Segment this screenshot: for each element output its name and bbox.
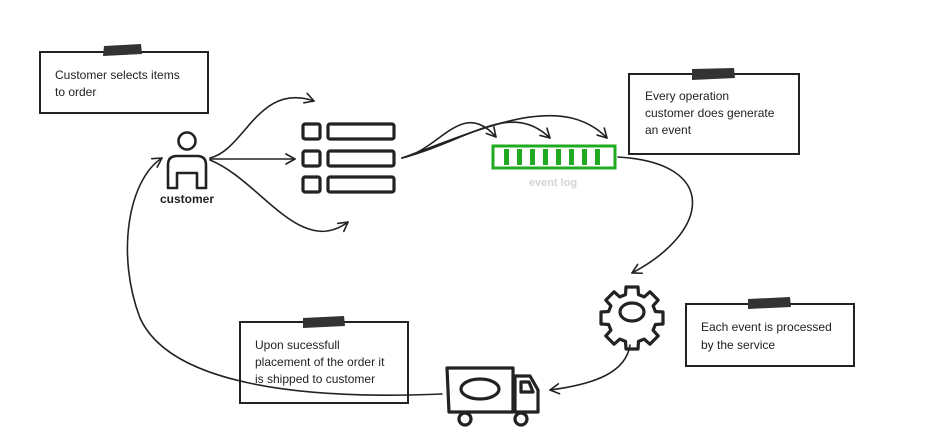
note-customer-selects: Customer selects items to order [39, 44, 209, 114]
note-line: Every operation [645, 89, 729, 103]
note-line: is shipped to customer [255, 372, 375, 386]
tape [103, 44, 142, 56]
gear-icon [599, 285, 665, 351]
arrow-list-to-log-3 [401, 114, 608, 159]
note-line: Upon sucessfull [255, 338, 340, 352]
event-log-icon [491, 144, 617, 170]
note-line: an event [645, 123, 692, 137]
customer-label: customer [160, 192, 214, 206]
arrow-list-to-log-2 [401, 121, 551, 159]
note-line: Each event is processed [701, 320, 832, 334]
arrow-truck-to-customer [126, 157, 443, 396]
person-icon [166, 131, 208, 190]
tape [748, 297, 791, 309]
connectors [126, 92, 694, 396]
note-line: by the service [701, 338, 775, 352]
note-every-operation: Every operation customer does generate a… [628, 68, 800, 155]
event-log-label: event log [529, 177, 577, 189]
tape [303, 316, 345, 328]
note-line: placement of the order it [255, 355, 385, 369]
arrow-service-to-truck [549, 344, 631, 395]
note-each-event: Each event is processed by the service [685, 297, 855, 367]
note-shipped: Upon sucessfull placement of the order i… [239, 316, 409, 404]
note-line: customer does generate [645, 106, 775, 120]
tape [692, 68, 735, 80]
arrow-customer-to-top [209, 92, 315, 159]
arrow-customer-to-bottom [209, 159, 349, 233]
note-line: to order [55, 85, 96, 99]
note-line: Customer selects items [55, 68, 180, 82]
truck-icon [445, 366, 540, 427]
list-icon [301, 122, 396, 194]
arrow-log-to-service [617, 156, 694, 275]
